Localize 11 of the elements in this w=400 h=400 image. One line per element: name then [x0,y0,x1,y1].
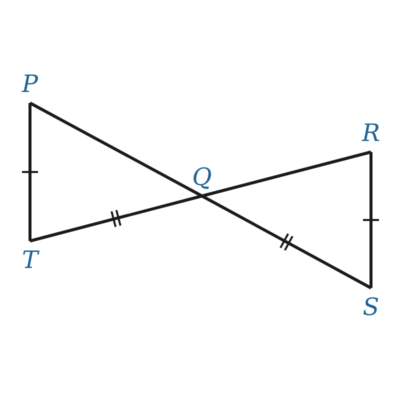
line-segment [30,194,202,242]
line-segment [202,150,372,198]
line-segment [28,103,32,241]
vertex-label: Q [191,166,213,196]
line-segment [370,152,372,288]
vertex-label: R [360,122,382,152]
vertex-label: S [360,288,382,318]
vertex-label: T [19,241,41,271]
line-segment [201,194,372,290]
vertex-label: P [19,73,41,103]
line-segment [29,102,203,198]
